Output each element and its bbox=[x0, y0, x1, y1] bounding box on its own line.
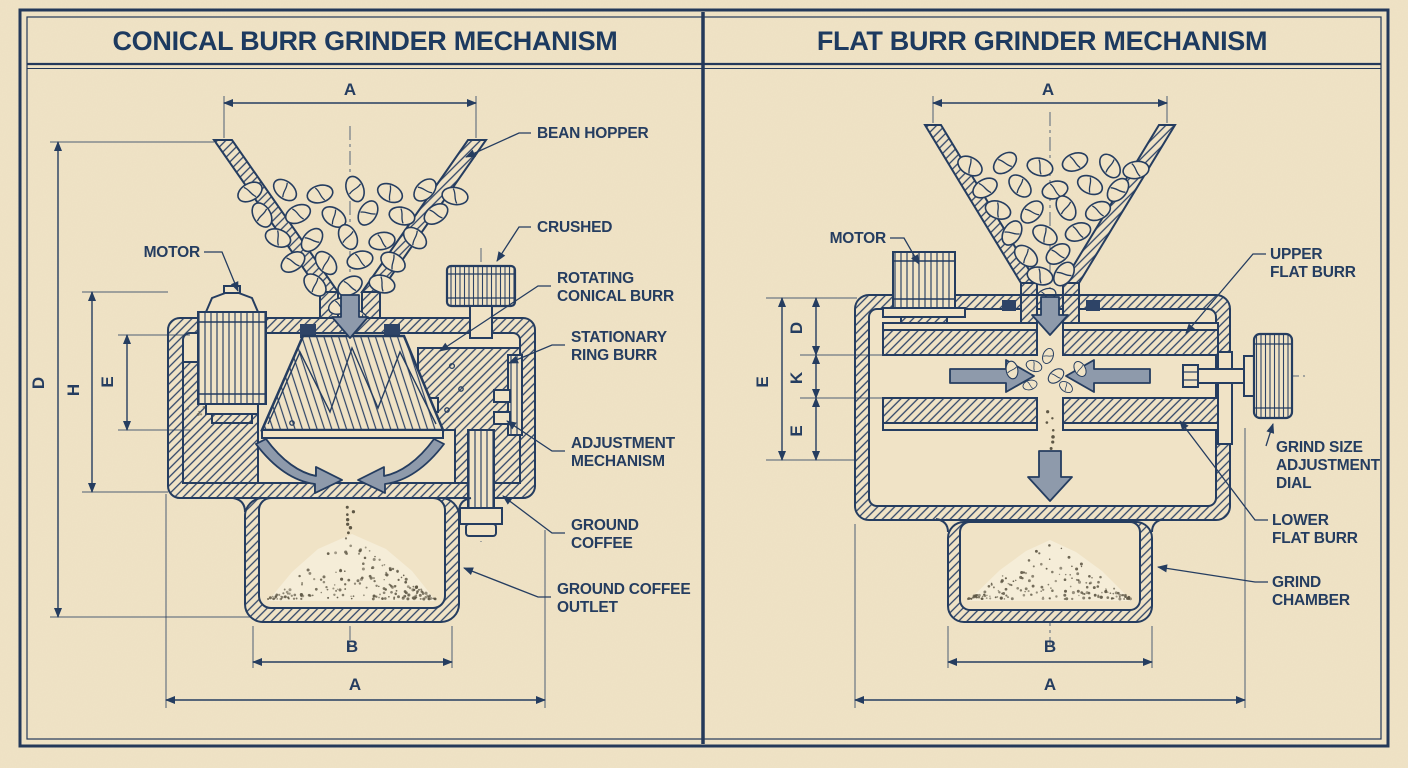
svg-text:D: D bbox=[29, 377, 48, 389]
svg-text:OUTLET: OUTLET bbox=[557, 599, 619, 616]
svg-text:B: B bbox=[1044, 637, 1056, 656]
svg-text:FLAT BURR: FLAT BURR bbox=[1272, 530, 1358, 547]
adjustment-mechanism-left bbox=[445, 264, 523, 537]
grind-size-dial bbox=[1182, 332, 1294, 445]
rotating-conical-burr bbox=[260, 334, 464, 439]
svg-text:RING BURR: RING BURR bbox=[571, 347, 657, 364]
upper-flat-burr bbox=[882, 322, 1219, 356]
label-bean-hopper: BEAN HOPPER bbox=[537, 125, 648, 142]
svg-text:CHAMBER: CHAMBER bbox=[1272, 592, 1350, 609]
svg-text:A: A bbox=[1042, 80, 1054, 99]
svg-text:H: H bbox=[64, 384, 83, 396]
right-panel-title: FLAT BURR GRINDER MECHANISM bbox=[817, 26, 1267, 56]
flat-grinder-diagram: A E D K E B A MOTOR UPPER FLAT BURR bbox=[753, 80, 1381, 708]
svg-text:K: K bbox=[787, 371, 806, 384]
ground-coffee-pile-left bbox=[268, 534, 436, 601]
dimensions-left: A D H E B A bbox=[29, 80, 546, 708]
label-lower-burr: LOWER bbox=[1272, 512, 1329, 529]
label-grind-chamber: GRIND bbox=[1272, 574, 1321, 591]
svg-text:D: D bbox=[787, 322, 806, 334]
svg-text:E: E bbox=[98, 376, 117, 387]
label-upper-burr: UPPER bbox=[1270, 246, 1322, 263]
svg-text:DIAL: DIAL bbox=[1276, 475, 1311, 492]
label-outlet: GROUND COFFEE bbox=[557, 581, 690, 598]
grind-chamber-left bbox=[232, 497, 472, 623]
ground-coffee-pile-right bbox=[968, 540, 1132, 601]
dimensions-right: A E D K E B A bbox=[753, 80, 1246, 708]
rotation-arrows-left bbox=[255, 438, 445, 494]
svg-text:A: A bbox=[1044, 675, 1056, 694]
callouts-right: MOTOR UPPER FLAT BURR GRIND SIZE ADJUSTM… bbox=[830, 230, 1381, 609]
label-motor-right: MOTOR bbox=[830, 230, 886, 247]
label-rotating-burr: ROTATING bbox=[557, 270, 634, 287]
label-ground-coffee: GROUND bbox=[571, 517, 639, 534]
svg-text:B: B bbox=[346, 637, 358, 656]
callouts-left: MOTOR BEAN HOPPER CRUSHED ROTATING CONIC… bbox=[144, 125, 691, 616]
svg-text:ADJUSTMENT: ADJUSTMENT bbox=[1276, 457, 1381, 474]
ground-stream-right bbox=[1045, 410, 1055, 450]
svg-text:COFFEE: COFFEE bbox=[571, 535, 633, 552]
svg-text:E: E bbox=[753, 376, 772, 387]
left-panel-title: CONICAL BURR GRINDER MECHANISM bbox=[112, 26, 617, 56]
label-adjustment: ADJUSTMENT bbox=[571, 435, 676, 452]
svg-text:FLAT BURR: FLAT BURR bbox=[1270, 264, 1356, 281]
outlet-arrow-right bbox=[1027, 450, 1073, 502]
lower-flat-burr bbox=[882, 397, 1219, 431]
svg-text:A: A bbox=[349, 675, 361, 694]
feed-arrow-right bbox=[1031, 296, 1069, 336]
label-stationary-burr: STATIONARY bbox=[571, 329, 668, 346]
motor-left bbox=[197, 285, 267, 424]
sheet-frame bbox=[18, 8, 1390, 748]
label-motor-left: MOTOR bbox=[144, 244, 200, 261]
svg-text:A: A bbox=[344, 80, 356, 99]
svg-text:E: E bbox=[787, 425, 806, 436]
label-dial: GRIND SIZE bbox=[1276, 439, 1363, 456]
svg-text:CONICAL BURR: CONICAL BURR bbox=[557, 288, 674, 305]
svg-text:MECHANISM: MECHANISM bbox=[571, 453, 665, 470]
feed-arrow-left bbox=[331, 294, 369, 339]
conical-grinder-diagram: A D H E B A MOTOR BEAN HOPPER CRUSHED bbox=[29, 80, 691, 708]
grind-chamber-right bbox=[935, 518, 1165, 623]
label-crushed: CRUSHED bbox=[537, 219, 612, 236]
